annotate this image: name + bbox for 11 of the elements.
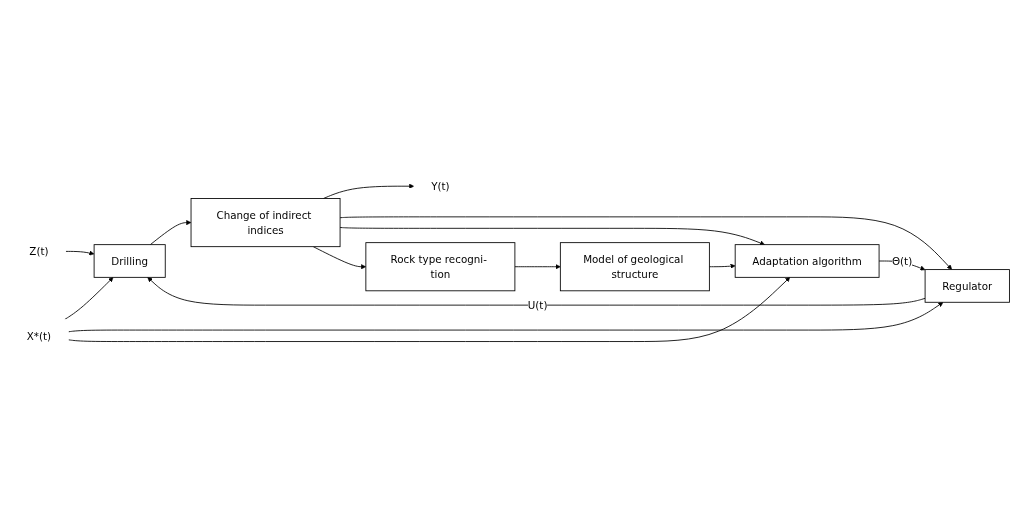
edge-label: Θ(t) (891, 254, 913, 268)
node-box: Adaptation algorithm (734, 244, 880, 278)
node-box: Rock type recogni- tion (365, 242, 516, 292)
node-text: Y(t) (431, 180, 450, 193)
node-box: Drilling (93, 244, 166, 278)
node-box: Model of geological structure (559, 242, 710, 292)
edge-label: U(t) (527, 299, 548, 312)
node-box: Change of indirect indices (190, 198, 341, 248)
node-text: Z(t) (29, 245, 49, 258)
node-box: Regulator (924, 269, 1010, 303)
node-text: X*(t) (26, 329, 52, 342)
